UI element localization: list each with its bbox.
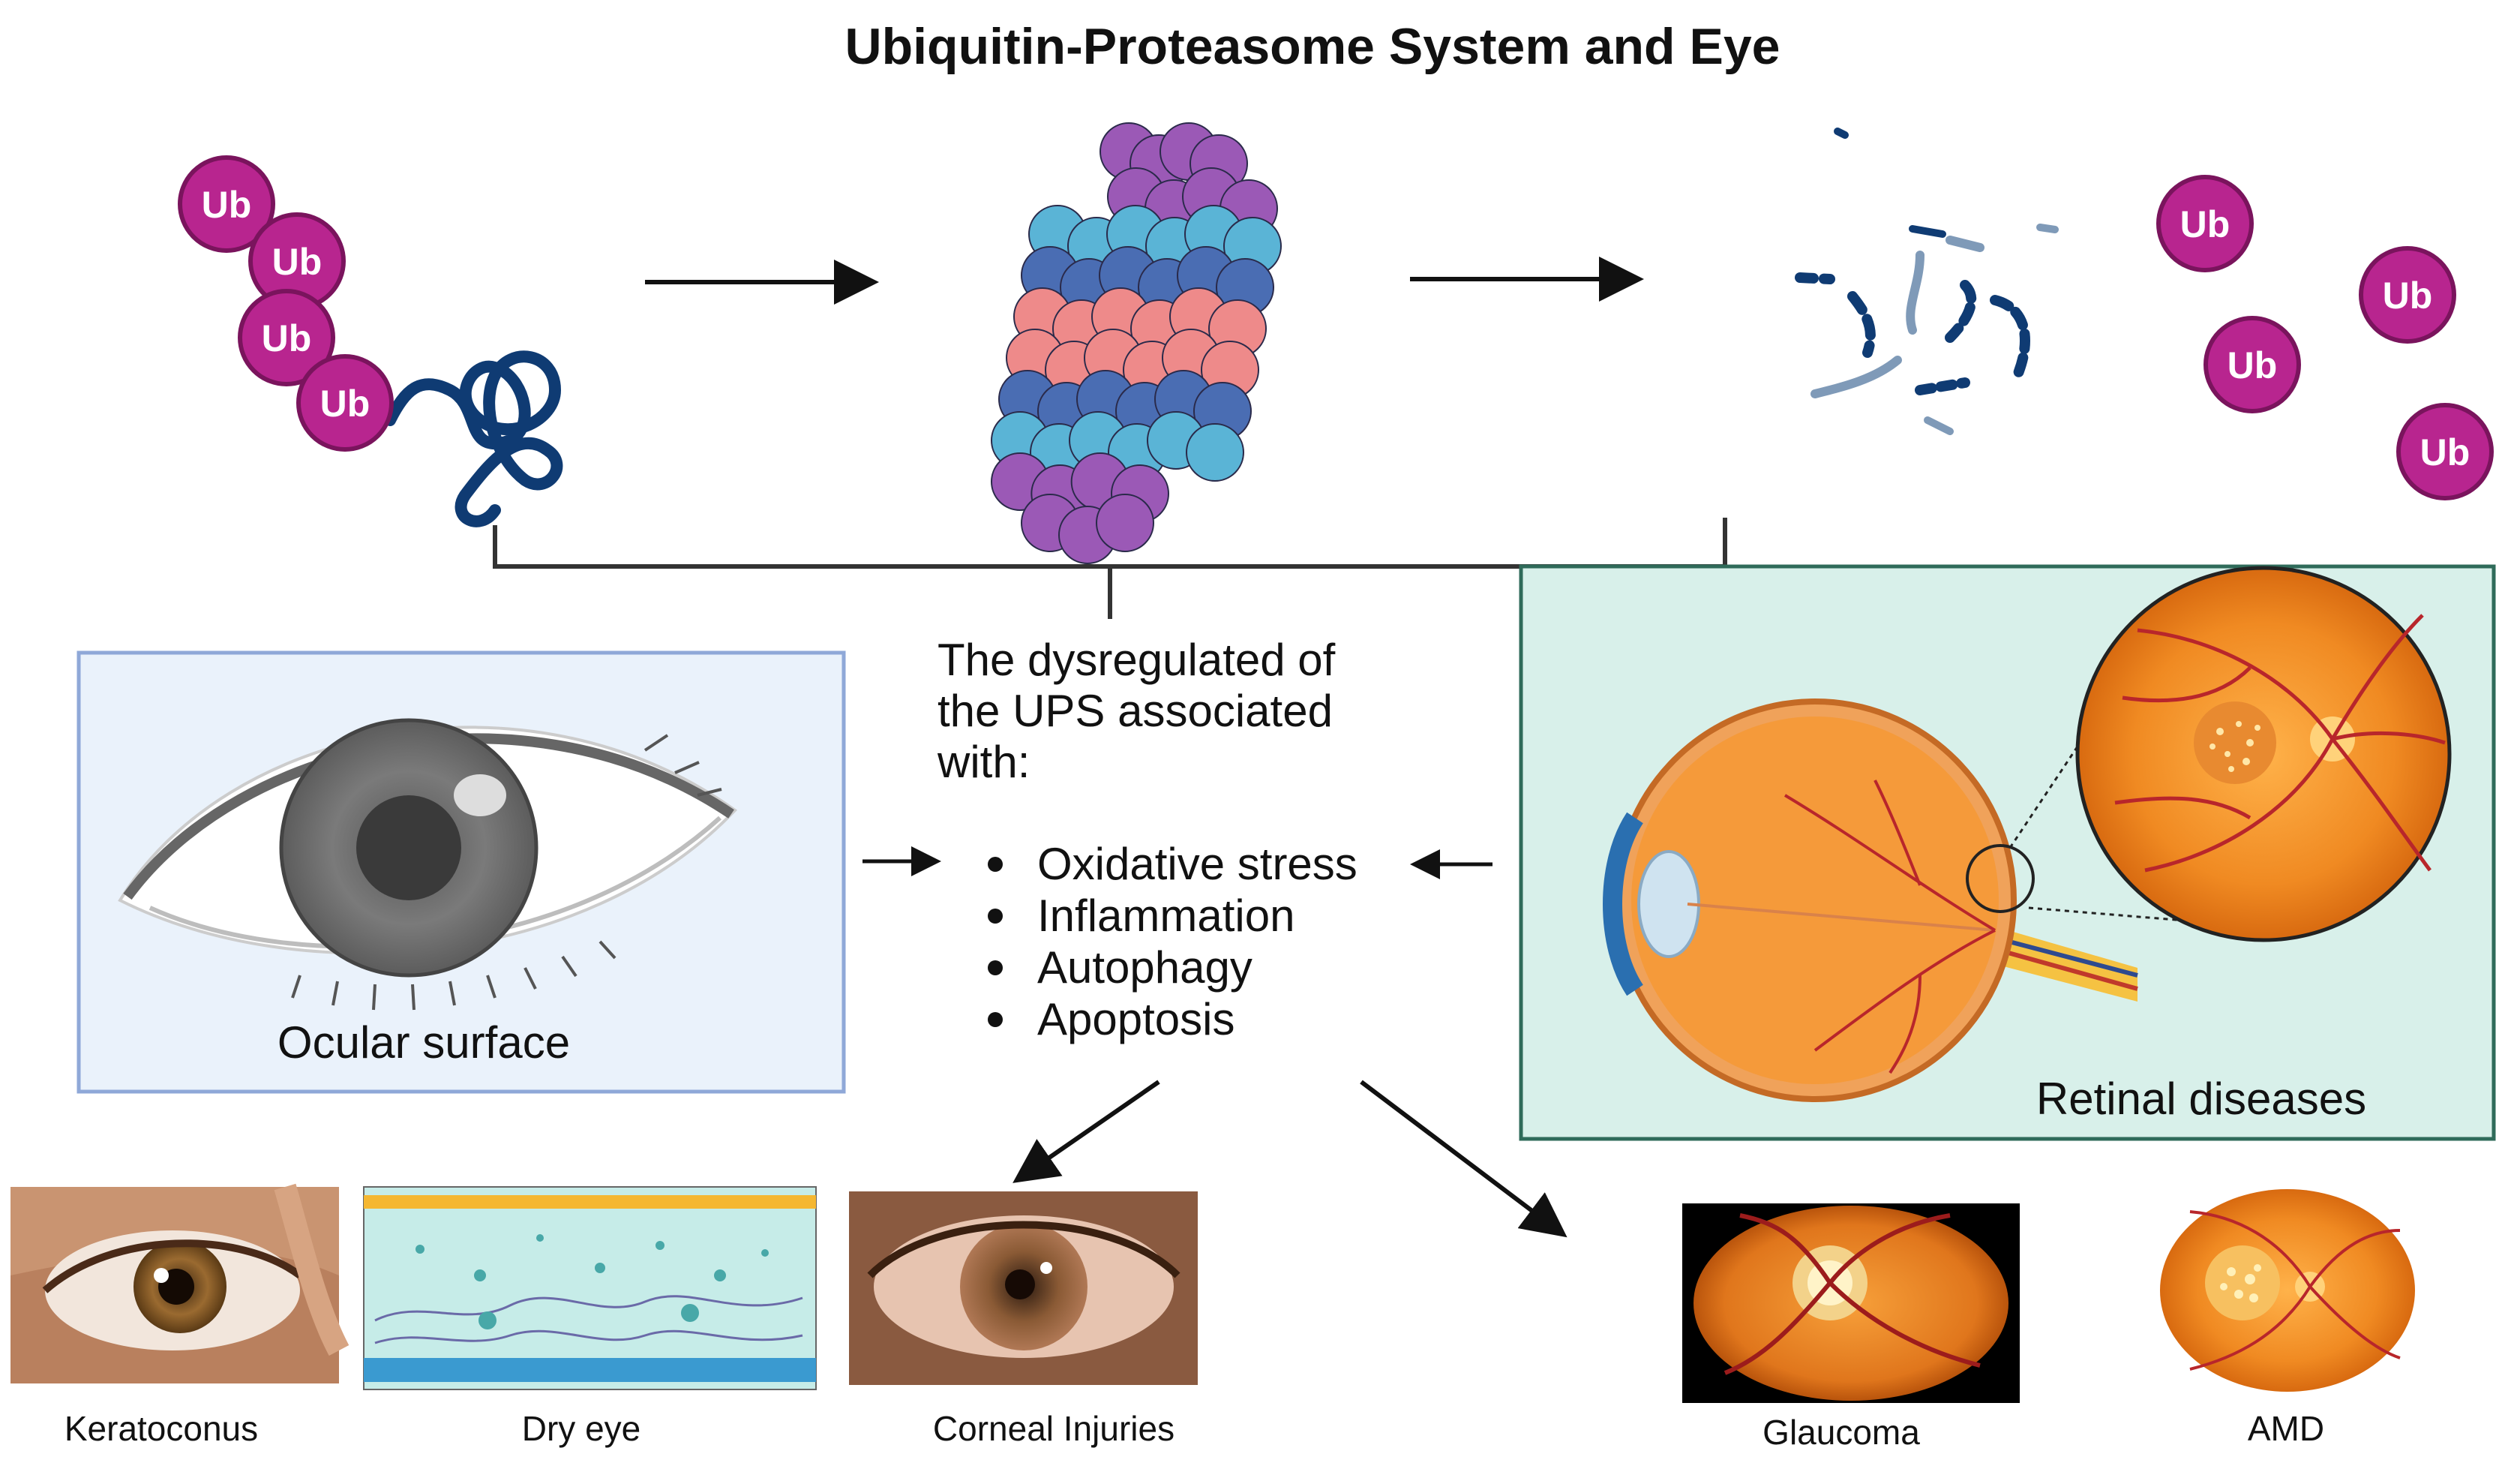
corneal-injuries-image bbox=[849, 1191, 1198, 1385]
mechanism-item: Apoptosis bbox=[988, 994, 1235, 1044]
free-ub-3: Ub bbox=[2204, 316, 2301, 413]
diagram-title: Ubiquitin-Proteasome System and Eye bbox=[845, 18, 1780, 75]
ub-label: Ub bbox=[272, 241, 322, 283]
polyubiquitinated-protein: Ub Ub Ub Ub bbox=[178, 155, 563, 527]
dry-eye-image bbox=[363, 1186, 817, 1390]
ub-label: Ub bbox=[320, 383, 370, 425]
ocular-surface-panel: Ocular surface bbox=[76, 650, 846, 1094]
mechanism-item: Inflammation bbox=[988, 891, 1294, 941]
zoom-circle bbox=[1966, 844, 2035, 913]
central-text-line-2: the UPS associated bbox=[938, 686, 1333, 736]
mechanism-item: Autophagy bbox=[988, 942, 1252, 993]
ub-tag-2: Ub bbox=[248, 212, 346, 310]
ub-tag-1: Ub bbox=[178, 155, 275, 253]
ub-label: Ub bbox=[262, 317, 312, 359]
central-text-line-3: with: bbox=[937, 737, 1030, 787]
eyeball-cross-section bbox=[1603, 698, 2213, 1102]
ub-label: Ub bbox=[2180, 203, 2230, 245]
central-text-line-1: The dysregulated of bbox=[938, 635, 1336, 685]
arrow-to-ocular-diseases bbox=[1012, 1080, 1160, 1183]
ub-label: Ub bbox=[202, 184, 252, 226]
arrow-to-retinal-diseases bbox=[1360, 1080, 1568, 1238]
proteasome bbox=[991, 122, 1282, 564]
proteasome-subunit bbox=[1096, 494, 1154, 552]
ub-label: Ub bbox=[2383, 275, 2433, 317]
central-text: The dysregulated of the UPS associated w… bbox=[937, 635, 1336, 787]
ub-tag-3: Ub bbox=[238, 289, 335, 386]
retinal-diseases-label: Retinal diseases bbox=[2036, 1074, 2366, 1124]
mechanism-item: Oxidative stress bbox=[988, 839, 1358, 889]
free-ub-2: Ub bbox=[2359, 246, 2456, 344]
peptide-fragments bbox=[1795, 128, 2059, 435]
mechanism-label: Apoptosis bbox=[1037, 994, 1235, 1044]
free-ub-1: Ub bbox=[2156, 175, 2254, 272]
mechanism-list: Oxidative stress Inflammation Autophagy … bbox=[988, 839, 1358, 1044]
ub-tag-4: Ub bbox=[296, 354, 394, 452]
ocular-surface-label: Ocular surface bbox=[278, 1017, 570, 1068]
amd-label: AMD bbox=[2248, 1409, 2324, 1448]
ub-label: Ub bbox=[2420, 431, 2470, 473]
free-ub-4: Ub bbox=[2396, 403, 2494, 500]
protein-chain bbox=[384, 350, 563, 527]
dry-eye-label: Dry eye bbox=[522, 1409, 640, 1448]
eyelashes bbox=[291, 734, 722, 1011]
keratoconus-image bbox=[10, 1183, 350, 1383]
proteasome-subunit bbox=[1186, 423, 1244, 482]
mechanism-label: Autophagy bbox=[1037, 942, 1252, 993]
eye-illustration bbox=[118, 718, 738, 1011]
fundus-zoom bbox=[2075, 566, 2452, 942]
mechanism-label: Oxidative stress bbox=[1037, 839, 1358, 889]
glaucoma-image bbox=[1682, 1203, 2020, 1403]
glaucoma-label: Glaucoma bbox=[1762, 1413, 1920, 1452]
ub-label: Ub bbox=[2228, 344, 2278, 386]
mechanism-label: Inflammation bbox=[1037, 891, 1294, 941]
corneal-injuries-label: Corneal Injuries bbox=[933, 1409, 1174, 1448]
amd-image bbox=[2160, 1189, 2415, 1392]
retinal-diseases-panel: Retinal diseases bbox=[1519, 564, 2496, 1141]
keratoconus-label: Keratoconus bbox=[64, 1409, 258, 1448]
